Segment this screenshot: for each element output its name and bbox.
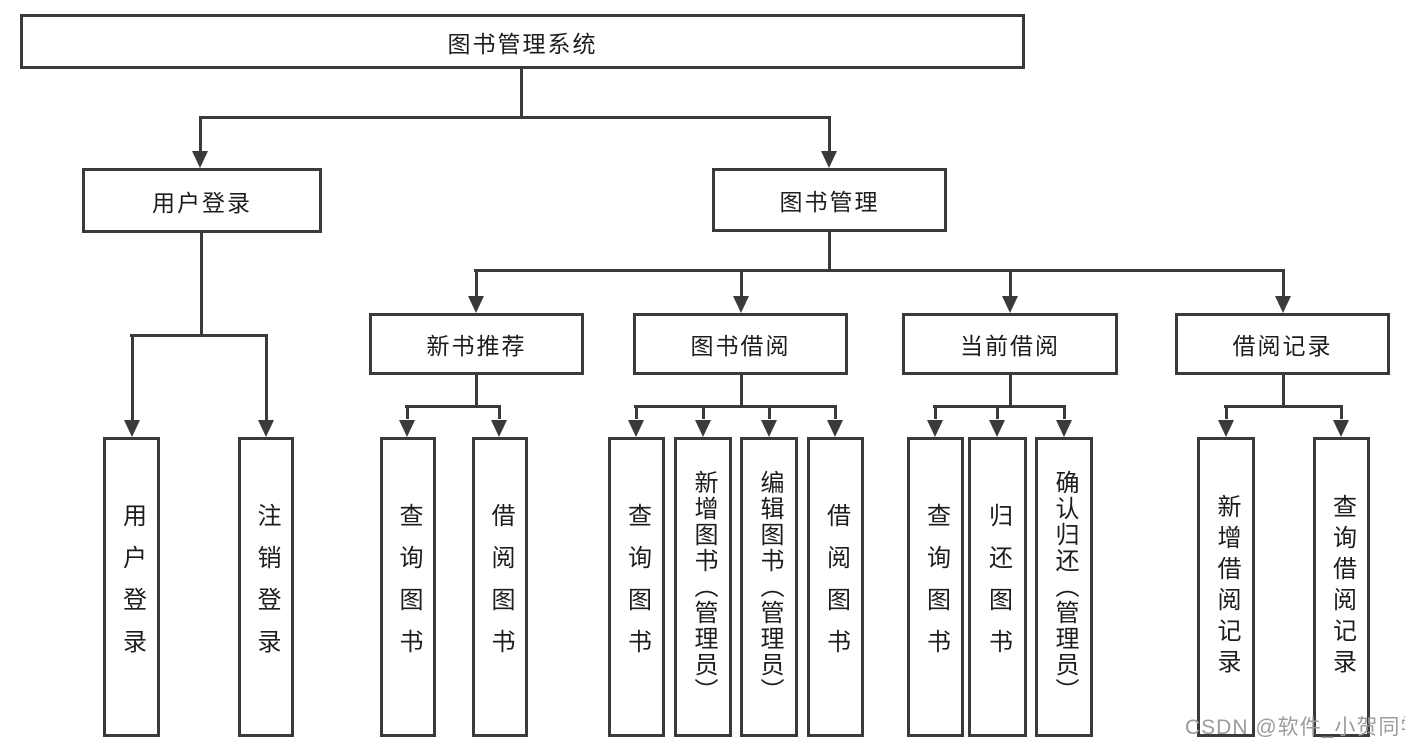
connector-to-user-login-leaf (131, 334, 134, 422)
node-new-book-recommend: 新书推荐 (369, 313, 584, 375)
connector-new-book-drop (475, 375, 478, 408)
node-leaf-query-books-recommend: 查询图书 (380, 437, 436, 737)
node-label: 当前借阅 (960, 333, 1060, 359)
node-label: 编辑图书（管理员） (756, 470, 783, 704)
connector-level3-rail (474, 269, 1285, 272)
arrowhead-icon (192, 151, 208, 168)
node-label: 图书管理 (779, 189, 880, 215)
node-label: 借阅记录 (1232, 333, 1333, 359)
connector-root-drop (520, 69, 523, 119)
node-leaf-query-books-current: 查询图书 (907, 437, 964, 737)
node-leaf-borrow-books: 借阅图书 (807, 437, 864, 737)
connector-user-login-rail (130, 334, 268, 337)
node-leaf-logout: 注销登录 (238, 437, 294, 737)
connector-leaf-drop (635, 405, 638, 419)
node-label: 借阅图书 (822, 503, 850, 671)
node-label: 图书管理系统 (447, 30, 598, 57)
connector-level2-rail (199, 116, 831, 119)
connector-leaf-drop (768, 405, 771, 419)
connector-book-borrowing-drop (740, 375, 743, 408)
node-label: 新增借阅记录 (1213, 494, 1240, 680)
node-label: 归还图书 (984, 503, 1012, 671)
arrowhead-icon (258, 420, 274, 437)
node-label: 用户登录 (152, 189, 252, 216)
node-label: 查询借阅记录 (1328, 494, 1356, 680)
node-leaf-confirm-return-admin: 确认归还（管理员） (1035, 437, 1093, 737)
arrowhead-icon (628, 420, 644, 437)
connector-current-borrowing-rail (933, 405, 1066, 408)
node-borrowing-records: 借阅记录 (1175, 313, 1390, 375)
node-book-management: 图书管理 (712, 168, 947, 232)
connector-leaf-drop (1063, 405, 1066, 419)
arrowhead-icon (695, 420, 711, 437)
node-leaf-add-books-admin: 新增图书（管理员） (674, 437, 732, 737)
arrowhead-icon (827, 420, 843, 437)
connector-to-book-management (828, 116, 831, 154)
node-label: 注销登录 (253, 503, 280, 671)
arrowhead-icon (1275, 296, 1291, 313)
node-book-borrowing: 图书借阅 (633, 313, 848, 375)
node-label: 确认归还（管理员） (1051, 470, 1078, 704)
arrowhead-icon (1002, 296, 1018, 313)
node-library-management-system: 图书管理系统 (20, 14, 1025, 69)
connector-leaf-drop (996, 405, 999, 419)
node-leaf-user-login: 用户登录 (103, 437, 160, 737)
connector-to-user-login (199, 116, 202, 154)
connector-current-borrowing-drop (1009, 375, 1012, 408)
node-leaf-add-borrowing-record: 新增借阅记录 (1197, 437, 1255, 737)
node-label: 查询图书 (922, 503, 950, 671)
arrowhead-icon (1333, 420, 1349, 437)
node-leaf-borrow-books-recommend: 借阅图书 (472, 437, 528, 737)
connector-to-book-borrowing (740, 269, 743, 298)
csdn-watermark: CSDN @软件_小贺同学 (1185, 716, 1405, 739)
node-leaf-edit-books-admin: 编辑图书（管理员） (740, 437, 798, 737)
connector-user-login-drop (200, 233, 203, 336)
node-label: 用户登录 (118, 503, 146, 671)
node-current-borrowing: 当前借阅 (902, 313, 1118, 375)
connector-leaf-drop (498, 405, 501, 419)
connector-leaf-drop (1225, 405, 1228, 419)
node-label: 查询图书 (395, 503, 422, 671)
connector-new-book-rail (405, 405, 501, 408)
arrowhead-icon (399, 420, 415, 437)
node-label: 借阅图书 (487, 503, 514, 671)
connector-leaf-drop (406, 405, 409, 419)
arrowhead-icon (761, 420, 777, 437)
node-leaf-query-borrowing-record: 查询借阅记录 (1313, 437, 1370, 737)
node-label: 新书推荐 (426, 333, 527, 359)
arrowhead-icon (491, 420, 507, 437)
arrowhead-icon (733, 296, 749, 313)
node-label: 图书借阅 (690, 333, 791, 359)
arrowhead-icon (124, 420, 140, 437)
arrowhead-icon (1056, 420, 1072, 437)
connector-leaf-drop (1340, 405, 1343, 419)
node-leaf-query-books-borrowing: 查询图书 (608, 437, 665, 737)
node-user-login: 用户登录 (82, 168, 322, 233)
connector-to-current-borrowing (1009, 269, 1012, 298)
connector-leaf-drop (934, 405, 937, 419)
arrowhead-icon (821, 151, 837, 168)
arrowhead-icon (927, 420, 943, 437)
connector-leaf-drop (834, 405, 837, 419)
arrowhead-icon (989, 420, 1005, 437)
connector-to-new-book (475, 269, 478, 298)
arrowhead-icon (1218, 420, 1234, 437)
connector-borrowing-records-rail (1224, 405, 1343, 408)
connector-to-logout-leaf (265, 334, 268, 422)
arrowhead-icon (468, 296, 484, 313)
connector-book-management-drop (828, 232, 831, 272)
connector-leaf-drop (702, 405, 705, 419)
node-leaf-return-books: 归还图书 (968, 437, 1027, 737)
node-label: 新增图书（管理员） (690, 470, 717, 704)
node-label: 查询图书 (623, 503, 651, 671)
connector-book-borrowing-rail (634, 405, 837, 408)
connector-borrowing-records-drop (1282, 375, 1285, 408)
connector-to-borrowing-records (1282, 269, 1285, 298)
